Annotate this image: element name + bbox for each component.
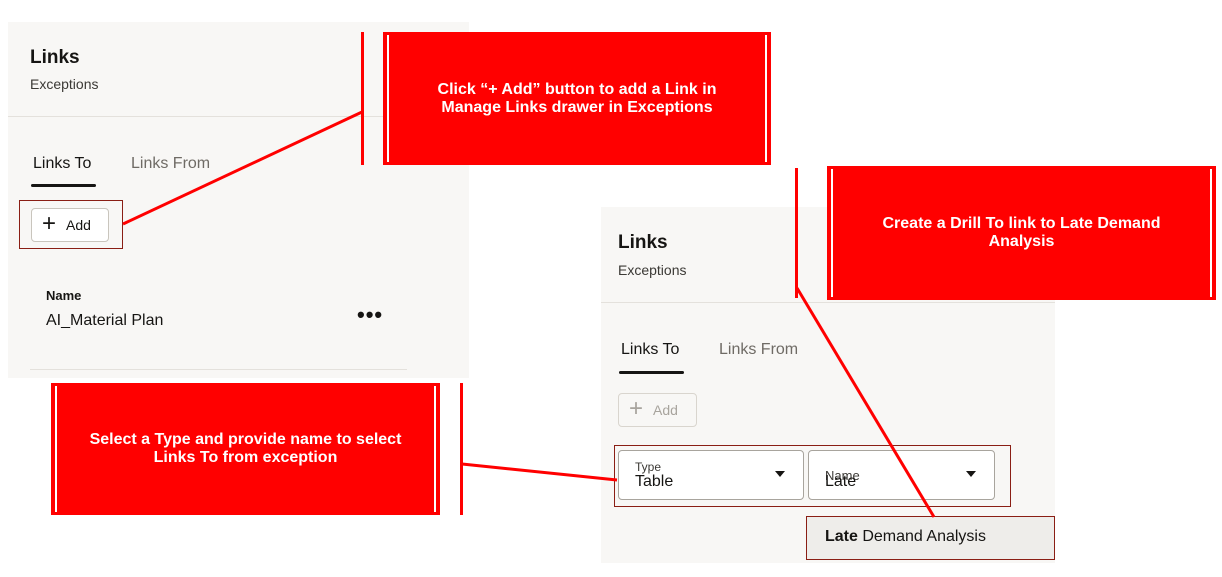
type-callout-connector — [461, 462, 618, 482]
chevron-down-icon — [775, 471, 785, 477]
tab-links-from[interactable]: Links From — [719, 341, 799, 358]
add-link-button[interactable]: + Add — [31, 208, 109, 242]
type-select[interactable]: Type Table — [618, 450, 804, 500]
name-select-value: Late — [825, 473, 857, 490]
callout-select-type: Select a Type and provide name to select… — [51, 383, 440, 515]
add-button-label: Add — [66, 217, 91, 233]
plus-icon: + — [629, 395, 644, 422]
add-link-button-disabled: + Add — [618, 393, 697, 427]
callout-bracket — [795, 168, 798, 298]
plus-icon: + — [42, 210, 57, 237]
callout-bracket — [361, 32, 364, 165]
row-divider — [30, 369, 407, 370]
active-tab-indicator — [31, 184, 96, 187]
drawer-title: Links — [30, 47, 80, 68]
drawer-subtitle: Exceptions — [618, 262, 687, 278]
callout-bracket — [460, 383, 463, 515]
link-row-name: AI_Material Plan — [46, 312, 164, 329]
header-divider — [601, 302, 1055, 303]
callout-text: Create a Drill To link to Late Demand An… — [882, 215, 1161, 250]
callout-text: Click “+ Add” button to add a Link in Ma… — [437, 80, 717, 116]
tab-links-to[interactable]: Links To — [33, 155, 92, 172]
callout-add-button: Click “+ Add” button to add a Link in Ma… — [383, 32, 771, 165]
suggestion-match-text: Late — [825, 528, 858, 545]
callout-text: Select a Type and provide name to select… — [89, 431, 402, 466]
more-actions-icon[interactable]: ••• — [357, 302, 384, 327]
active-tab-indicator — [619, 371, 684, 374]
suggestion-rest-text: Demand Analysis — [857, 528, 986, 545]
tab-links-to[interactable]: Links To — [621, 341, 680, 358]
type-select-label: Type — [635, 460, 662, 474]
add-button-label: Add — [653, 402, 678, 418]
drawer-title: Links — [618, 232, 668, 253]
type-select-value: Table — [635, 473, 674, 490]
name-select[interactable]: Name Late — [808, 450, 995, 500]
chevron-down-icon — [966, 471, 976, 477]
add-button-highlight — [19, 200, 123, 249]
suggestion-option-late-demand-analysis[interactable]: Late Demand Analysis — [806, 516, 1055, 560]
callout-drill-to: Create a Drill To link to Late Demand An… — [827, 166, 1216, 300]
tab-links-from[interactable]: Links From — [131, 155, 211, 172]
drawer-subtitle: Exceptions — [30, 76, 99, 92]
name-column-header: Name — [46, 288, 82, 303]
